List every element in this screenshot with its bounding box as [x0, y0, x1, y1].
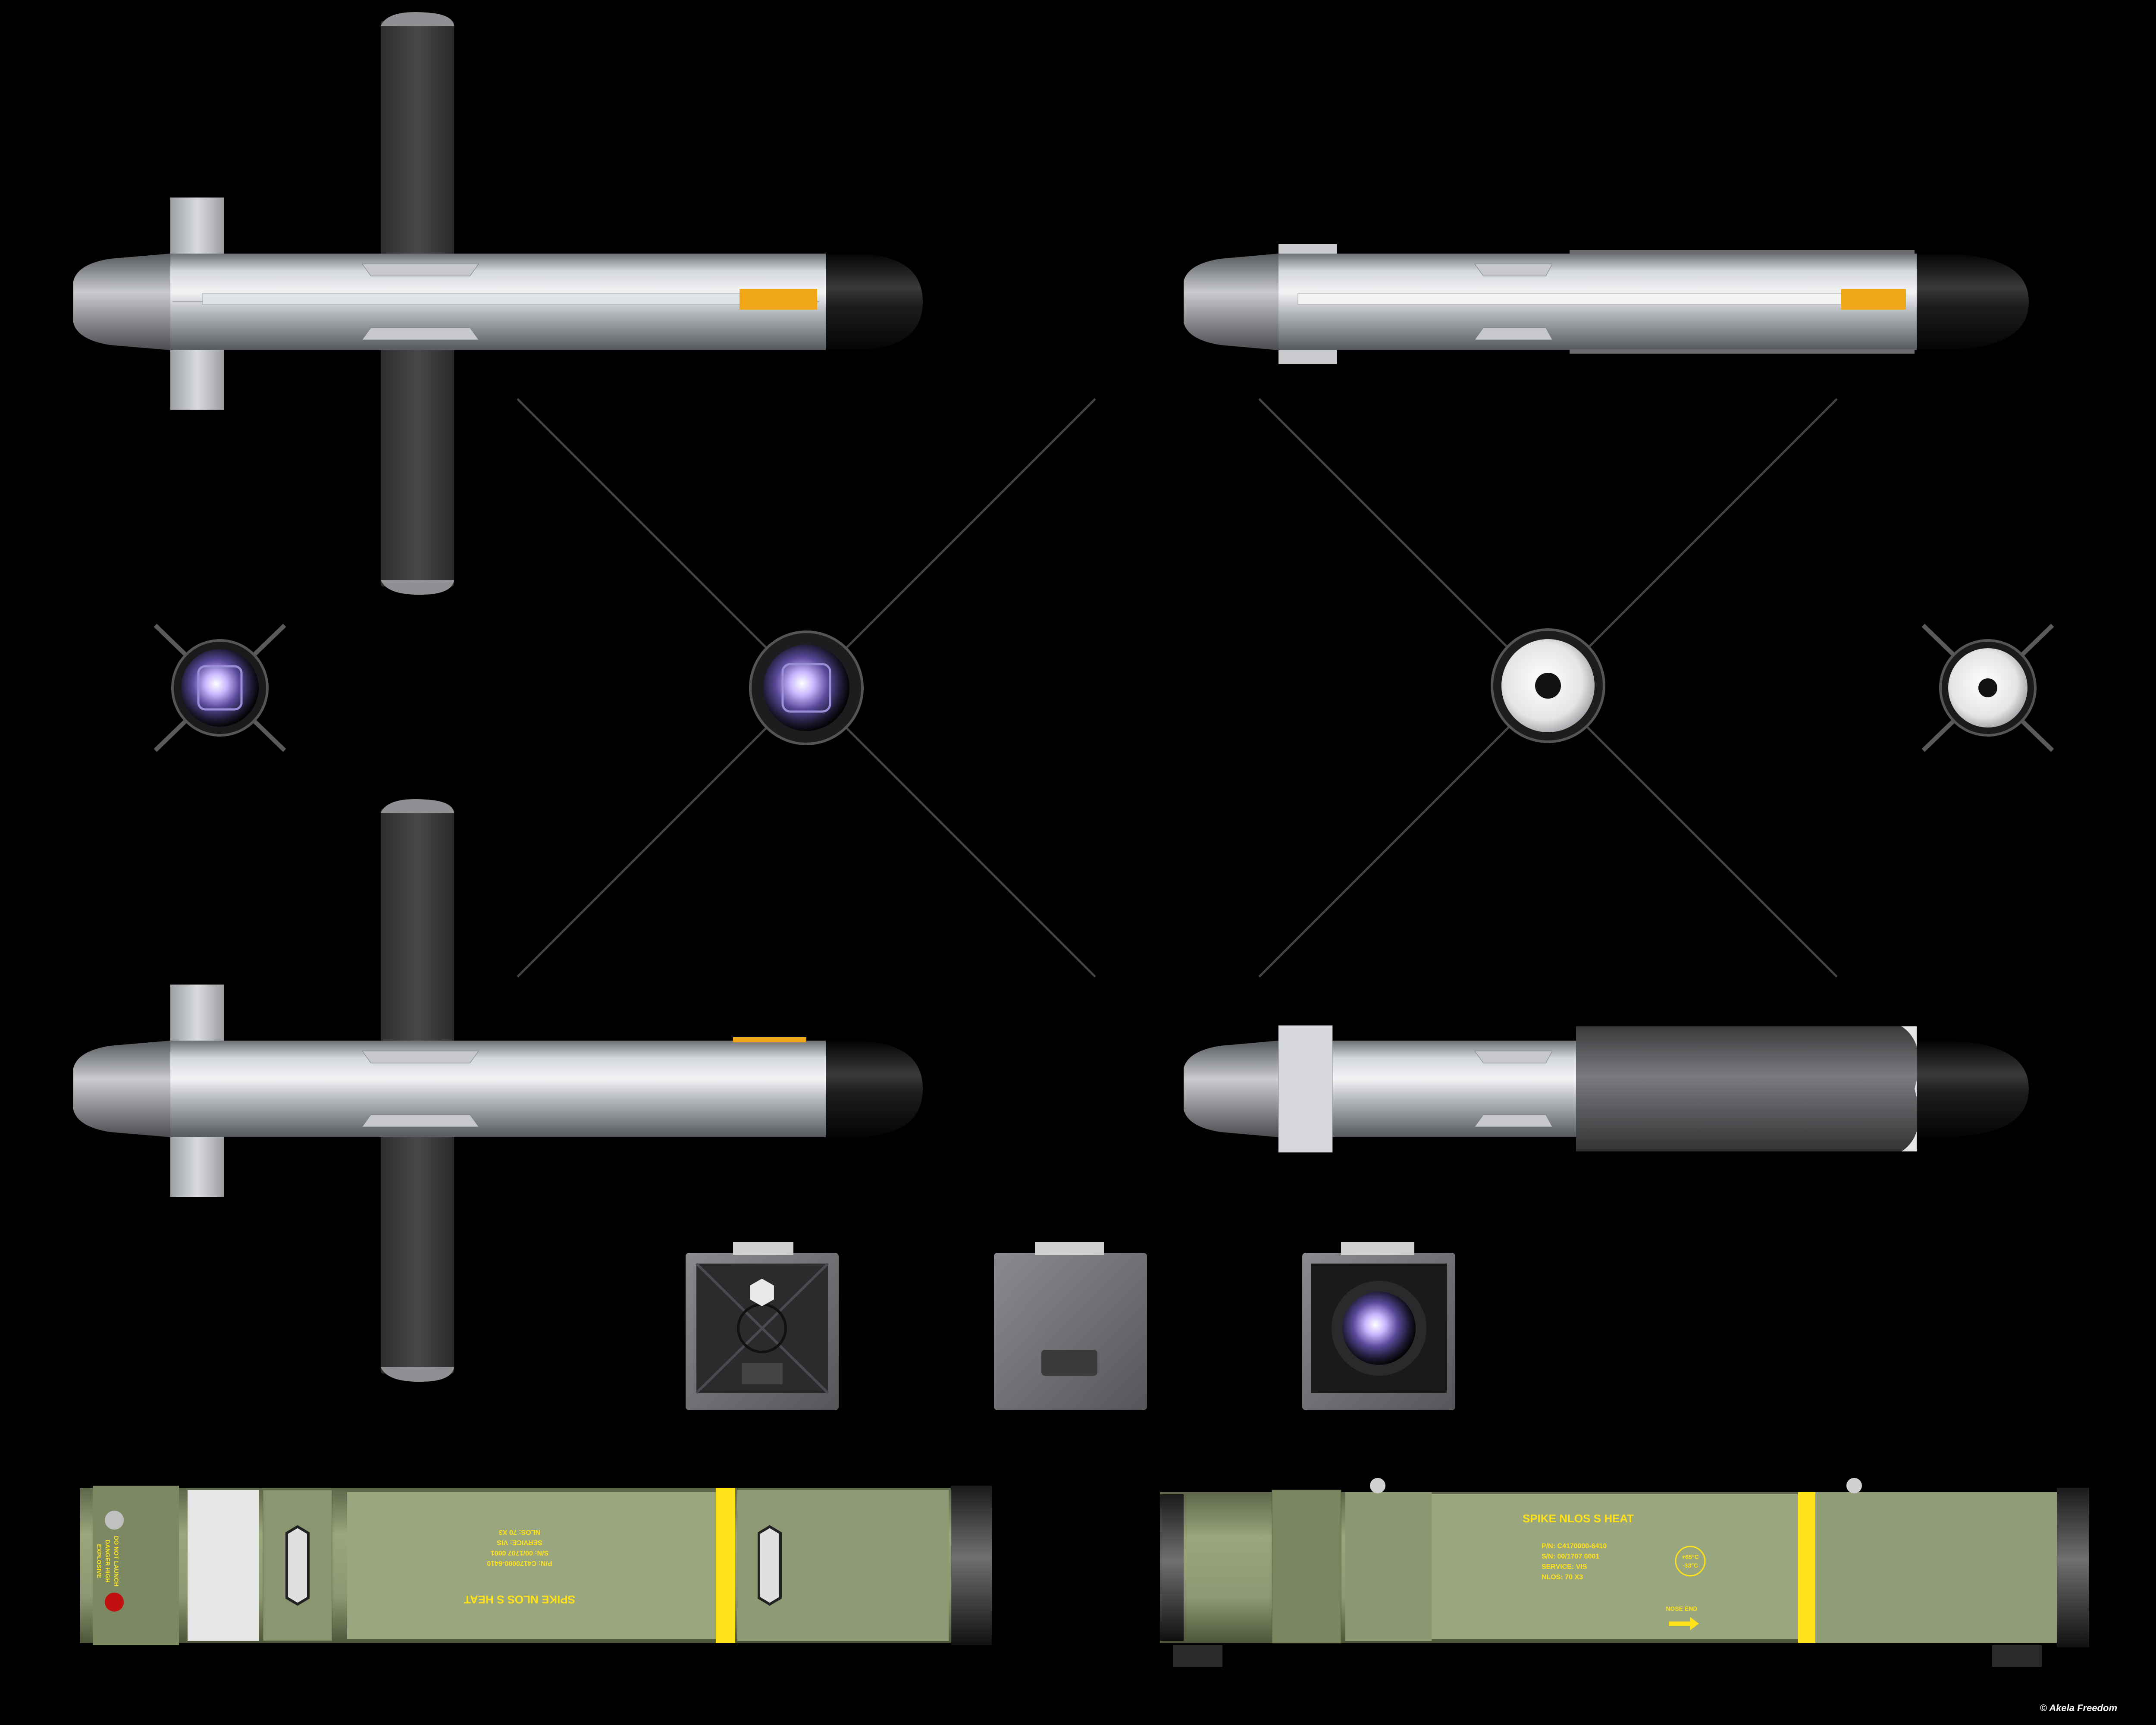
warning-1: DO NOT LAUNCH [113, 1536, 120, 1586]
canister-end-closed [994, 1242, 1147, 1410]
tail-fin-lower [170, 345, 224, 410]
wing-upper [381, 21, 454, 262]
case-line-4-right: NLOS: 70 X3 [1542, 1574, 1583, 1581]
canister-right: SPIKE NLOS S HEAT P/N: C4170000-6410 S/N… [1160, 1478, 2089, 1667]
canister-left: SPIKE NLOS S HEAT P/N: C4170000-6410 S/N… [80, 1486, 992, 1645]
credit-label: © Akela Freedom [2040, 1703, 2117, 1713]
front-view-x-wings-left [517, 398, 1096, 978]
case-line-3-right: SERVICE: VIS [1542, 1563, 1587, 1571]
case-line-1-left: P/N: C4170000-6410 [487, 1559, 552, 1567]
arrow-icon [1669, 1617, 1699, 1630]
tail-fin-upper [170, 198, 224, 262]
case-title-left: SPIKE NLOS S HEAT [464, 1593, 575, 1606]
front-view-x-wings-right [1258, 398, 1838, 978]
grey-sleeve [1576, 1026, 1917, 1151]
temp-high: +65°C [1682, 1553, 1698, 1560]
tail-cone [73, 254, 170, 350]
front-view-small-left [154, 624, 286, 752]
nose-end-label: NOSE END [1666, 1605, 1697, 1612]
missile-mid-right [1184, 1025, 2029, 1153]
case-line-2-left: S/N: 00/1707 0001 [491, 1549, 548, 1556]
case-line-2-right: S/N: 00/1707 0001 [1542, 1553, 1599, 1560]
orange-marking [740, 289, 817, 310]
missile-top-right [1184, 244, 2029, 364]
warning-3: EXPLOSIVE [96, 1544, 103, 1578]
front-view-small-right [1921, 624, 2054, 752]
case-title-right: SPIKE NLOS S HEAT [1523, 1512, 1634, 1525]
warning-2: DANGER HIGH [104, 1540, 111, 1583]
seeker-nose [826, 254, 923, 349]
seeker-lens-icon [763, 645, 849, 731]
case-line-1-right: P/N: C4170000-6410 [1542, 1543, 1607, 1550]
canister-end-rear [686, 1242, 839, 1410]
temp-low: -33°C [1683, 1562, 1698, 1569]
missile-top-left [73, 12, 923, 595]
wing-lower [381, 345, 454, 586]
yellow-band [716, 1488, 735, 1643]
missile-mid-left [73, 799, 923, 1382]
case-line-3-left: SERVICE: VIS [497, 1539, 542, 1546]
canister-end-front [1302, 1242, 1455, 1410]
case-line-4-left: NLOS: 70 X3 [499, 1528, 540, 1536]
